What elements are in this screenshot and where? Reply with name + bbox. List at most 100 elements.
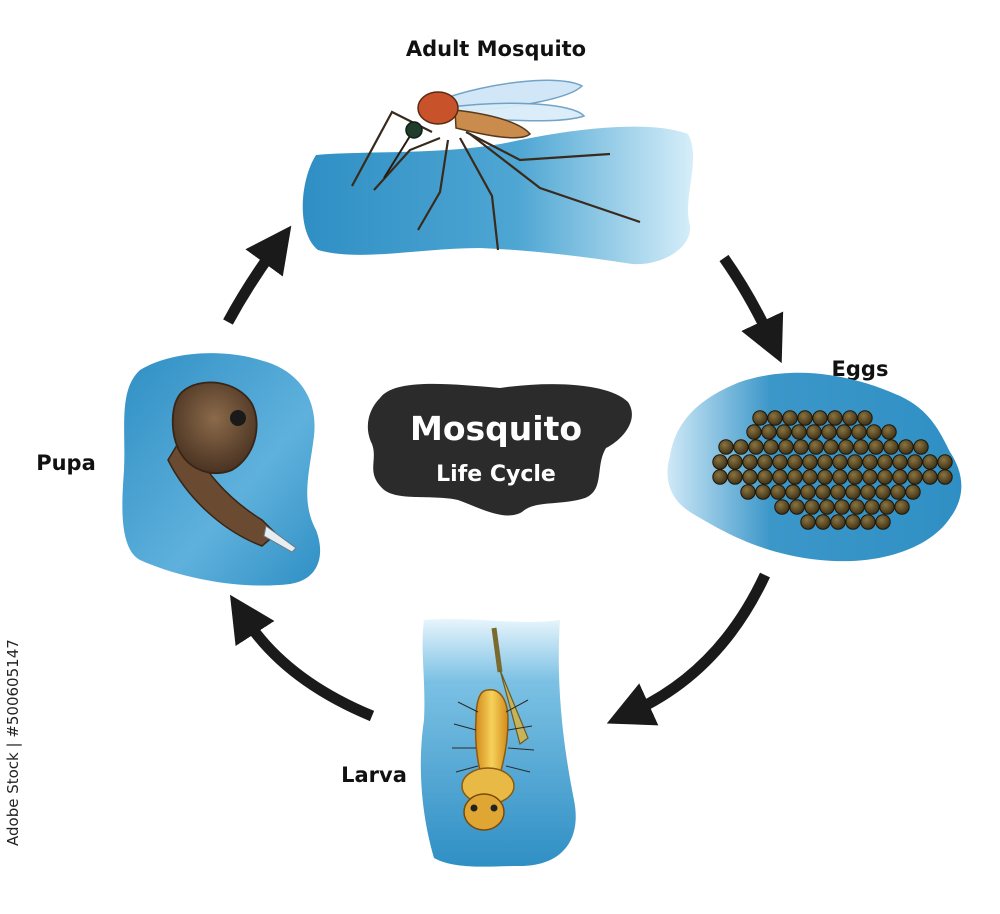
egg xyxy=(907,454,923,470)
larva-illustration xyxy=(452,627,535,831)
egg xyxy=(851,424,867,440)
egg xyxy=(894,499,910,515)
adult-label: Adult Mosquito xyxy=(406,37,586,61)
egg xyxy=(922,454,938,470)
egg xyxy=(761,424,777,440)
egg xyxy=(767,410,783,426)
egg xyxy=(838,439,854,455)
egg xyxy=(797,410,813,426)
cycle-arrows xyxy=(223,225,784,726)
egg xyxy=(847,469,863,485)
egg xyxy=(752,410,768,426)
egg xyxy=(834,499,850,515)
egg xyxy=(778,439,794,455)
egg xyxy=(746,424,762,440)
egg xyxy=(866,424,882,440)
egg xyxy=(742,469,758,485)
egg xyxy=(815,514,831,530)
egg xyxy=(793,439,809,455)
arrow-adult-to-eggs xyxy=(719,254,784,364)
egg xyxy=(804,499,820,515)
egg xyxy=(740,484,756,500)
egg xyxy=(862,469,878,485)
egg xyxy=(821,424,837,440)
center-blob-shape xyxy=(367,383,632,516)
egg xyxy=(787,469,803,485)
egg xyxy=(772,469,788,485)
egg xyxy=(862,454,878,470)
egg xyxy=(800,484,816,500)
egg xyxy=(849,499,865,515)
egg xyxy=(718,439,734,455)
egg xyxy=(875,484,891,500)
egg xyxy=(845,514,861,530)
egg xyxy=(892,469,908,485)
egg xyxy=(922,469,938,485)
egg xyxy=(712,469,728,485)
egg xyxy=(808,439,824,455)
eggs-label: Eggs xyxy=(832,357,889,381)
egg xyxy=(890,484,906,500)
egg xyxy=(845,484,861,500)
egg xyxy=(774,499,790,515)
stage-adult: Adult Mosquito xyxy=(302,37,694,265)
egg xyxy=(748,439,764,455)
egg xyxy=(776,424,792,440)
center-subtitle: Life Cycle xyxy=(436,462,556,487)
egg xyxy=(830,484,846,500)
egg xyxy=(815,484,831,500)
egg xyxy=(789,499,805,515)
stage-pupa: Pupa xyxy=(36,353,321,586)
egg xyxy=(819,499,835,515)
egg xyxy=(733,439,749,455)
egg xyxy=(787,454,803,470)
egg xyxy=(823,439,839,455)
watermark: Adobe Stock | #500605147 xyxy=(4,639,26,846)
egg xyxy=(712,454,728,470)
egg xyxy=(836,424,852,440)
egg xyxy=(770,484,786,500)
egg xyxy=(907,469,923,485)
egg xyxy=(842,410,858,426)
egg xyxy=(832,454,848,470)
center-title: Mosquito xyxy=(410,409,582,448)
arrow-pupa-to-adult xyxy=(223,225,292,325)
egg xyxy=(898,439,914,455)
egg xyxy=(864,499,880,515)
egg-raft xyxy=(712,410,953,530)
stage-larva: Larva xyxy=(341,619,576,867)
egg xyxy=(860,484,876,500)
egg xyxy=(802,469,818,485)
egg xyxy=(727,454,743,470)
egg xyxy=(875,514,891,530)
egg xyxy=(847,454,863,470)
egg xyxy=(763,439,779,455)
center-title-blob: Mosquito Life Cycle xyxy=(367,383,632,516)
egg xyxy=(857,410,873,426)
egg xyxy=(757,454,773,470)
egg xyxy=(830,514,846,530)
egg xyxy=(727,469,743,485)
egg xyxy=(868,439,884,455)
watermark-text: Adobe Stock | #500605147 xyxy=(4,639,22,846)
larva-label: Larva xyxy=(341,763,407,787)
mosquito-illustration xyxy=(351,79,641,251)
egg xyxy=(877,469,893,485)
egg xyxy=(742,454,758,470)
egg xyxy=(772,454,788,470)
egg xyxy=(817,454,833,470)
egg xyxy=(757,469,773,485)
pupa-illustration xyxy=(167,381,297,553)
egg xyxy=(877,454,893,470)
egg xyxy=(785,484,801,500)
egg xyxy=(832,469,848,485)
egg xyxy=(879,499,895,515)
egg xyxy=(937,454,953,470)
egg xyxy=(937,469,953,485)
egg xyxy=(791,424,807,440)
egg xyxy=(827,410,843,426)
arrow-eggs-to-larva xyxy=(606,572,770,726)
egg xyxy=(881,424,897,440)
egg xyxy=(812,410,828,426)
